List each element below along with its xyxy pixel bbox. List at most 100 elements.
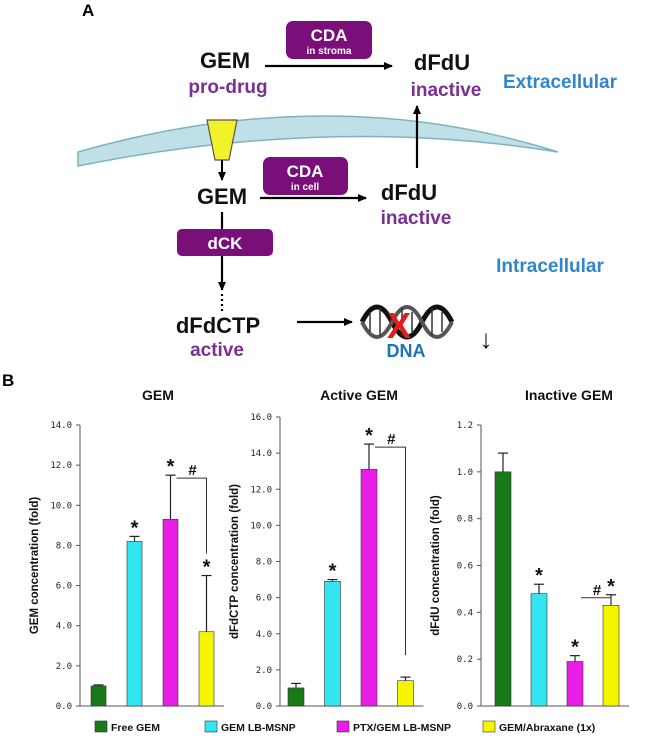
- y-tick-label: 2.0: [56, 662, 72, 672]
- dck-box: dCK: [177, 229, 273, 256]
- significance-marker: *: [167, 456, 175, 478]
- cda-stroma-sublabel: in stroma: [306, 46, 351, 57]
- bar-3: [162, 519, 179, 707]
- y-tick-label: 1.0: [457, 468, 473, 478]
- inhibition-cross-icon: X: [387, 305, 411, 346]
- bar-1: [90, 685, 107, 707]
- y-tick-label: 1.2: [457, 421, 473, 431]
- y-axis-label: dFdCTP concentration (fold): [229, 484, 241, 639]
- significance-bracket: [581, 597, 612, 602]
- bar-2: [530, 593, 548, 707]
- legend-swatch: [204, 720, 218, 733]
- y-tick-label: 6.0: [56, 582, 72, 592]
- y-tick-label: 10.0: [50, 501, 72, 511]
- legend-label: GEM LB-MSNP: [221, 722, 296, 734]
- chart-title: GEM: [142, 387, 174, 403]
- chart-title: Inactive GEM: [525, 387, 613, 403]
- legend-label: GEM/Abraxane (1x): [499, 722, 595, 734]
- dck-label: dCK: [208, 234, 244, 253]
- significance-marker: *: [365, 425, 373, 447]
- y-tick-label: 12.0: [50, 461, 72, 471]
- significance-marker: *: [329, 561, 337, 583]
- bar-2: [324, 581, 341, 707]
- y-tick-label: 6.0: [256, 594, 272, 604]
- dna-strand-2: [360, 305, 454, 339]
- extracellular-label: Extracellular: [503, 72, 618, 93]
- cda-cell-box: CDA in cell: [263, 157, 348, 195]
- decrease-arrow-icon: ↓: [480, 324, 493, 354]
- cda-cell-sublabel: in cell: [291, 182, 320, 193]
- y-tick-label: 0.0: [256, 702, 272, 712]
- legend-item: GEM LB-MSNP: [204, 720, 296, 734]
- dck-box-bg: [177, 229, 273, 256]
- significance-marker: *: [131, 517, 139, 539]
- legend-swatch: [482, 720, 496, 733]
- cda-stroma-label: CDA: [311, 26, 348, 45]
- legend-item: GEM/Abraxane (1x): [482, 720, 595, 734]
- y-tick-label: 0.4: [457, 608, 473, 618]
- cda-cell-label: CDA: [287, 162, 324, 181]
- significance-marker: *: [571, 637, 579, 659]
- bar-4: [198, 631, 215, 707]
- y-tick-label: 8.0: [56, 541, 72, 551]
- significance-bracket: [375, 446, 406, 656]
- bracket-label: #: [593, 582, 602, 599]
- y-axis-label: GEM concentration (fold): [29, 497, 41, 635]
- cda-stroma-box-bg: [286, 21, 372, 59]
- dfdctp-label: dFdCTP: [176, 313, 260, 338]
- dfdu-intracellular-label: dFdU: [381, 180, 437, 205]
- dfdu-extracellular-label: dFdU: [414, 50, 470, 75]
- dna-strand-1: [359, 304, 455, 340]
- bar-1: [494, 471, 512, 707]
- bar-3: [360, 469, 378, 707]
- gem-extracellular-label: GEM: [200, 48, 250, 73]
- chart-title: Active GEM: [320, 387, 398, 403]
- bar-4: [602, 605, 620, 707]
- y-tick-label: 0.2: [457, 655, 473, 665]
- panel-a-letter: A: [82, 1, 94, 20]
- prodrug-label: pro-drug: [188, 77, 267, 98]
- bracket-label: #: [387, 431, 396, 448]
- bar-3: [566, 661, 584, 707]
- bar-1: [287, 687, 305, 707]
- dna-label: DNA: [387, 341, 426, 361]
- active-label: active: [190, 340, 244, 361]
- legend-item: PTX/GEM LB-MSNP: [336, 720, 451, 734]
- significance-marker: *: [607, 576, 615, 598]
- y-tick-label: 0.6: [457, 562, 473, 572]
- y-tick-label: 16.0: [250, 413, 272, 423]
- inactive-intracellular-label: inactive: [381, 208, 452, 229]
- inactive-extracellular-label: inactive: [411, 80, 482, 101]
- bar-4: [397, 680, 414, 707]
- legend-label: Free GEM: [111, 722, 160, 734]
- significance-bracket: [176, 477, 207, 554]
- intracellular-label: Intracellular: [496, 256, 604, 277]
- y-tick-label: 2.0: [256, 666, 272, 676]
- significance-marker: *: [203, 557, 211, 579]
- y-tick-label: 10.0: [250, 521, 272, 531]
- cda-cell-box-bg: [263, 157, 348, 195]
- legend-label: PTX/GEM LB-MSNP: [353, 722, 451, 734]
- y-tick-label: 0.0: [56, 702, 72, 712]
- y-tick-label: 14.0: [50, 421, 72, 431]
- legend-swatch: [94, 720, 108, 733]
- bar-2: [126, 541, 143, 707]
- chart-3: Inactive GEM 0.0 0.2 0.4 0.6 0.8 1.0 1.2 dFdU co…: [430, 387, 629, 712]
- transporter-channel: [206, 119, 238, 161]
- bracket-label: #: [188, 462, 197, 479]
- y-tick-label: 4.0: [256, 630, 272, 640]
- y-tick-label: 8.0: [256, 558, 272, 568]
- chart-2: Active GEM0.02.04.06.08.010.012.014.016.…: [229, 387, 424, 712]
- y-tick-label: 14.0: [250, 449, 272, 459]
- legend-swatch: [336, 720, 350, 733]
- y-axis-label: dFdU concentration (fold): [430, 495, 442, 636]
- legend-item: Free GEM: [94, 720, 160, 734]
- panel-b-letter: B: [2, 371, 14, 390]
- y-tick-label: 0.0: [457, 702, 473, 712]
- y-tick-label: 0.8: [457, 515, 473, 525]
- significance-marker: *: [535, 565, 543, 587]
